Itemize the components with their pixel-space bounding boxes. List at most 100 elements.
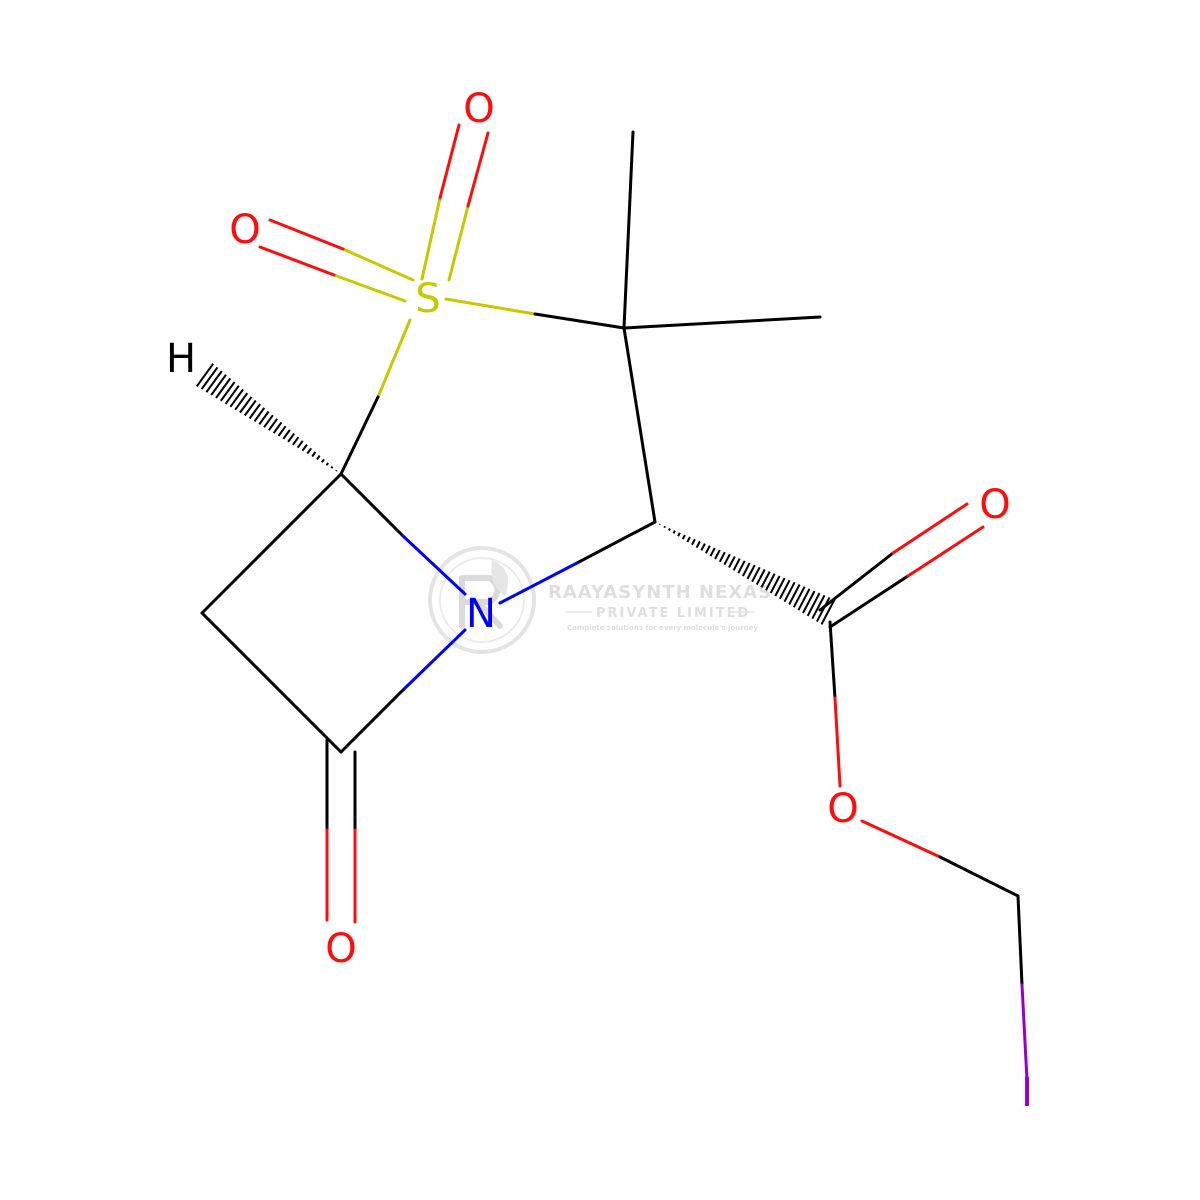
atom-o-lactam: O	[325, 926, 356, 972]
wedge-hash	[677, 532, 681, 537]
wedge-hash	[272, 421, 283, 434]
bond-ch2-i	[1016, 894, 1029, 1082]
wedge-hash	[239, 396, 253, 414]
bond-methyl-top	[622, 130, 635, 330]
wedge-hash	[691, 538, 696, 546]
wedge-hash	[282, 429, 291, 440]
wedge-hash	[263, 414, 274, 428]
wedge-hash	[746, 564, 756, 580]
wedge-hash	[728, 556, 736, 568]
wedge-hash	[320, 458, 325, 463]
wedge-hash	[224, 385, 240, 405]
wedge-hash	[811, 594, 826, 620]
wedge-hash	[788, 584, 801, 605]
wedge-hash	[205, 370, 223, 393]
bond-ch2-c5	[200, 472, 343, 615]
wedge-hash	[779, 579, 791, 600]
atom-hydrogen: H	[166, 336, 196, 382]
hashed-wedge-c5-h	[195, 363, 338, 472]
wedge-hash	[325, 462, 330, 466]
bond-s-o-left	[258, 218, 415, 303]
wedge-hash	[797, 588, 811, 611]
wedge-hash	[296, 440, 304, 449]
wedge-hash	[705, 545, 711, 554]
wedge-hash	[292, 436, 300, 446]
bond-s-o-top	[420, 123, 490, 282]
wedge-hash	[663, 525, 666, 529]
bonds	[200, 123, 1029, 1082]
wedge-hash	[709, 547, 716, 557]
wedge-hash	[806, 592, 821, 617]
wedge-hash	[229, 388, 244, 408]
wedge-hash	[723, 553, 731, 566]
atom-iodine: I	[1021, 1070, 1033, 1116]
leaf-r-logo-icon	[428, 546, 536, 654]
wedge-hash	[330, 466, 334, 469]
watermark-title: RAAYASYNTH NEXAS	[548, 582, 772, 603]
wedge-hash	[210, 374, 227, 396]
atom-o-carbonyl-ester: O	[979, 482, 1010, 528]
watermark-tagline: Complete solutions for every molecule's …	[567, 624, 758, 632]
wedge-hash	[816, 596, 831, 623]
bond-lactam-c-o	[325, 738, 357, 924]
bond-s-c5	[339, 318, 412, 476]
wedge-hash	[714, 549, 721, 560]
bond-s-c-dimethyl	[444, 297, 626, 330]
wedge-hash	[219, 381, 236, 402]
bond-n-c-lactam	[339, 628, 467, 754]
atom-o-sulfone-top: O	[463, 86, 494, 132]
wedge-hash	[277, 425, 287, 437]
bond-ester-c-o-single	[828, 620, 842, 788]
wedge-hash	[258, 410, 270, 425]
wedge-hash	[802, 590, 816, 614]
wedge-hash	[234, 392, 249, 411]
bond-cdimethyl-c3	[622, 326, 657, 524]
wedge-hash	[215, 377, 232, 399]
wedge-hash	[686, 536, 691, 543]
atom-labels: O O S H N O O O I	[166, 86, 1033, 1116]
wedge-hash	[672, 530, 676, 534]
wedge-hash	[243, 399, 257, 417]
watermark-subtitle: PRIVATE LIMITED	[596, 606, 750, 621]
wedge-hash	[742, 562, 751, 577]
wedge-hash	[760, 571, 771, 588]
bond-c3-n	[498, 520, 657, 605]
watermark: RAAYASYNTH NEXAS PRIVATE LIMITED Complet…	[428, 546, 772, 654]
wedge-hash	[668, 528, 671, 531]
wedge-hash	[792, 586, 806, 608]
wedge-hash	[248, 403, 261, 420]
wedge-hash	[700, 543, 706, 551]
bond-c-lactam-ch2	[200, 611, 343, 754]
wedge-hash	[774, 577, 786, 597]
wedge-hash	[765, 573, 776, 591]
atom-o-sulfone-left: O	[229, 207, 260, 253]
wedge-hash	[820, 599, 836, 625]
wedge-hash	[732, 558, 741, 571]
wedge-hash	[253, 407, 266, 422]
wedge-hash	[268, 418, 278, 431]
hashed-wedge-c3-ester	[658, 523, 836, 625]
bond-methyl-right	[622, 315, 822, 330]
bond-o-ch2	[860, 819, 1020, 898]
wedge-hash	[335, 469, 338, 472]
wedge-hash	[301, 444, 308, 452]
wedge-hash	[718, 551, 726, 563]
bond-c5-n	[339, 472, 467, 596]
wedge-hash	[755, 568, 766, 586]
wedge-hash	[769, 575, 781, 594]
wedge-hash	[751, 566, 761, 583]
atom-o-ester: O	[827, 786, 858, 832]
wedge-hash	[306, 447, 313, 455]
wedge-hash	[287, 432, 296, 443]
wedge-hash	[200, 366, 219, 390]
wedge-hash	[783, 581, 796, 603]
wedge-hash	[681, 534, 686, 540]
atom-nitrogen: N	[466, 591, 496, 637]
wedge-hash	[316, 455, 321, 460]
bond-ester-c-o	[818, 502, 985, 629]
wedge-hash	[195, 363, 215, 387]
wedge-hash	[311, 451, 317, 458]
atom-sulfur: S	[415, 276, 440, 322]
wedge-hash	[695, 540, 701, 549]
